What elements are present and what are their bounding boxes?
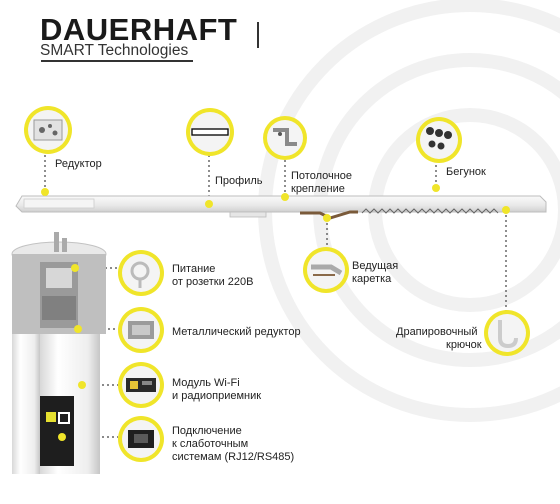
runner-wheels-icon [426,127,452,150]
label-hook-1: Драпировочный [396,326,478,338]
brand-divider [257,22,259,48]
label-profile: Профиль [215,175,263,187]
label-reducer: Редуктор [55,158,102,170]
hook-icon [498,320,518,349]
marker-dot-metal-reducer [74,325,82,333]
marker-dot-power [71,264,79,272]
connection-thumbnail [118,416,164,462]
marker-dot-hook [502,206,510,214]
marker-dot-reducer [41,188,49,196]
marker-dot-profile [205,200,213,208]
rj-port-icon [128,430,154,448]
label-wifi-1: Модуль Wi-Fi [172,377,240,389]
brand-logo: DAUERHAFT [40,12,238,47]
carriage-thumbnail [303,247,349,293]
label-carriage-1: Ведущая [352,260,399,272]
power-cable-icon [130,261,150,288]
label-carriage-2: каретка [352,273,392,285]
profile-thumbnail [186,108,234,156]
carriage-icon [311,264,343,276]
label-ceiling-mount-1: Потолочное [291,170,353,182]
label-connection-3: системам (RJ12/RS485) [172,451,295,463]
brand-underline [41,60,193,62]
brand-tagline: SMART Technologies [40,42,189,59]
ceiling-mount-thumbnail [263,116,307,160]
hook-thumbnail [484,310,530,356]
label-connection-2: к слаботочным [172,438,249,450]
marker-dot-wifi [78,381,86,389]
label-connection-1: Подключение [172,425,242,437]
label-metal-reducer: Металлический редуктор [172,326,301,338]
label-wifi-2: и радиоприемник [172,390,262,402]
label-hook-2: крючок [446,339,482,351]
bracket-icon [273,128,297,146]
gear-plate-icon [33,119,63,141]
marker-dot-ceiling-mount [281,193,289,201]
label-ceiling-mount-2: крепление [291,183,345,195]
power-thumbnail [118,250,164,296]
runner-thumbnail [416,117,462,163]
label-power-1: Питание [172,263,216,275]
marker-dot-carriage [323,214,331,222]
circuit-board-icon [126,378,156,392]
wifi-module-thumbnail [118,362,164,408]
gear-icon [128,321,154,339]
label-power-2: от розетки 220В [172,276,254,288]
label-runner: Бегунок [446,166,486,178]
marker-dot-connection [58,433,66,441]
reducer-thumbnail [24,106,72,154]
metal-reducer-thumbnail [118,307,164,353]
marker-dot-runner [432,184,440,192]
profile-bar-icon [191,128,229,136]
